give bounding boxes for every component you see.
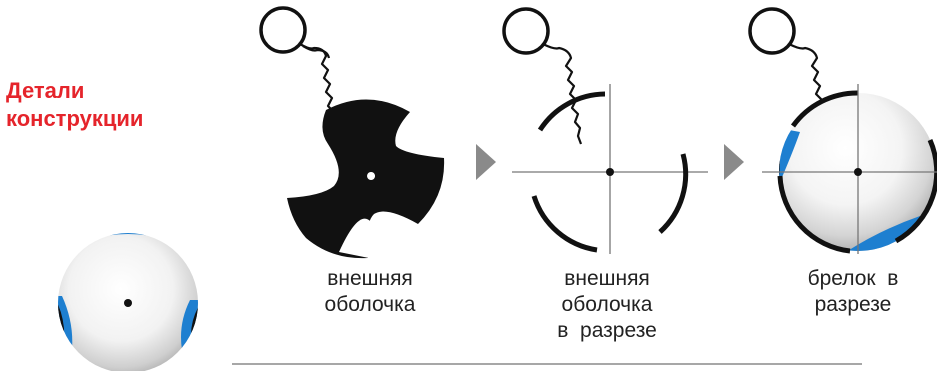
caption-keychain-section-line-2: разрезе [814, 293, 892, 316]
sectioned-sphere [762, 84, 937, 254]
caption-outer-shell-section-line-1: внешняя [564, 267, 650, 290]
keychain-chain-2 [542, 43, 583, 145]
section-crosshair [512, 84, 708, 254]
keychain-chain [299, 43, 339, 141]
caption-keychain-section-line-1: брелок в [807, 267, 899, 290]
caption-outer-shell: внешняя оболочка [302, 266, 438, 318]
arrow-1 [476, 144, 496, 180]
section-title: Детали конструкции [6, 77, 143, 133]
section-arcs [531, 91, 689, 253]
caption-outer-shell-line-2: оболочка [324, 293, 416, 316]
caption-outer-shell-section: внешняя оболочка в разрезе [534, 266, 680, 344]
caption-outer-shell-line-1: внешняя [327, 267, 413, 290]
keychain-sphere-preview [58, 233, 198, 371]
caption-keychain-section: брелок в разрезе [778, 266, 928, 318]
arrow-2 [724, 144, 744, 180]
outer-shell-shape [287, 99, 445, 259]
keychain-chain-3 [788, 43, 826, 129]
keychain-ring-2 [502, 7, 550, 55]
title-line-1: Детали [6, 78, 85, 103]
title-line-2: конструкции [6, 106, 144, 131]
caption-outer-shell-section-line-3: в разрезе [557, 319, 657, 342]
keychain-ring-3 [748, 7, 796, 55]
caption-outer-shell-section-line-2: оболочка [561, 293, 653, 316]
keychain-ring [259, 6, 307, 54]
